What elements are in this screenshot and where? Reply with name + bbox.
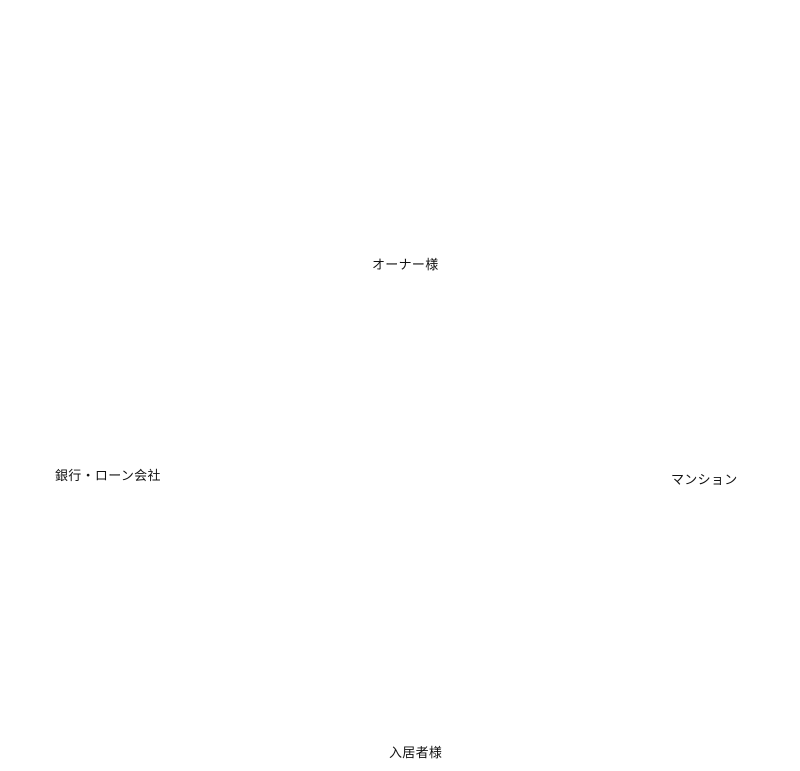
node-label-tenant: 入居者様: [389, 746, 443, 761]
node-label-mansion: マンション: [671, 473, 738, 488]
node-label-owner: オーナー様: [372, 258, 439, 273]
node-label-bank-loan-company: 銀行・ローン会社: [55, 469, 161, 484]
